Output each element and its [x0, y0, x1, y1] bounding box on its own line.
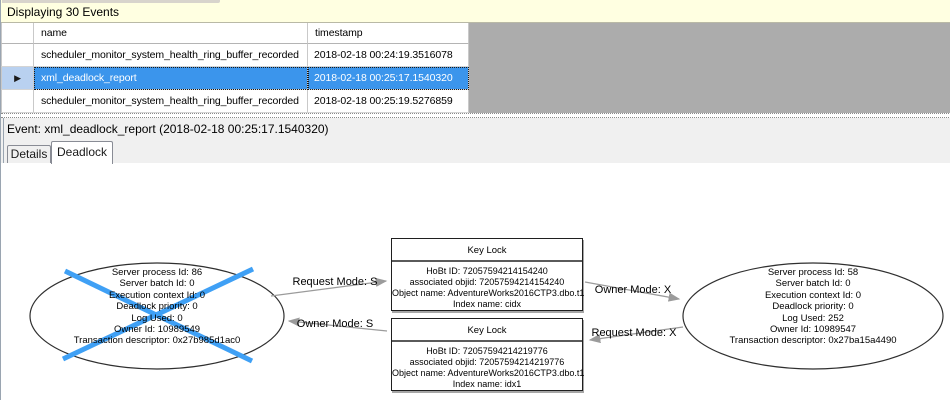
edge-label-owner-mode-x: Owner Mode: X — [594, 284, 672, 296]
edge-request-s — [270, 277, 388, 297]
row-indicator-cell — [1, 90, 34, 113]
tab-deadlock-label: Deadlock — [56, 145, 108, 159]
column-header-timestamp-label: timestamp — [315, 27, 363, 39]
winner-spid: Server process Id: 58 — [767, 267, 859, 278]
winner-exec-context: Execution context Id: 0 — [764, 289, 862, 301]
column-header-name[interactable]: name — [34, 23, 308, 44]
winner-log-used: Log Used: 252 — [782, 312, 844, 324]
column-header-name-label: name — [41, 27, 67, 39]
key-lock-node-top[interactable]: Key Lock HoBt ID: 72057594214154240 asso… — [391, 238, 585, 311]
edge-label-request-mode-x: Request Mode: X — [591, 327, 677, 339]
event-timestamp-cell[interactable]: 2018-02-18 00:25:19.5276859 — [308, 90, 469, 113]
row-indicator-cell: ▶ — [1, 67, 34, 90]
victim-spid: Server process Id: 86 — [111, 267, 203, 278]
winner-owner-id: Owner Id: 10989547 — [769, 324, 857, 336]
edge-request-x — [588, 326, 684, 344]
grid-empty-area — [469, 23, 950, 113]
event-timestamp-cell[interactable]: 2018-02-18 00:25:17.1540320 — [308, 67, 469, 90]
victim-process-details: Server process Id: 86 Server batch Id: 0… — [27, 267, 287, 347]
victim-priority: Deadlock priority: 0 — [116, 301, 198, 313]
lock-hobt-id: HoBt ID: 72057594214219776 — [426, 346, 548, 356]
event-timestamp-cell[interactable]: 2018-02-18 00:24:19.3516078 — [308, 44, 469, 67]
key-lock-title: Key Lock — [392, 319, 582, 342]
victim-cross-line-2 — [61, 266, 255, 362]
pane-splitter[interactable] — [1, 113, 950, 118]
tab-details-label: Details — [10, 147, 48, 161]
row-indicator-cell — [1, 44, 34, 67]
victim-log-used: Log Used: 0 — [131, 312, 183, 324]
deadlock-graph-panel: Server process Id: 86 Server batch Id: 0… — [1, 163, 950, 400]
event-name-cell[interactable]: xml_deadlock_report — [34, 67, 308, 90]
lock-associated-objid: associated objid: 72057594214154240 — [409, 277, 565, 287]
event-detail-pane: Event: xml_deadlock_report (2018-02-18 0… — [1, 118, 950, 400]
tab-details[interactable]: Details — [7, 145, 51, 163]
event-name-cell[interactable]: scheduler_monitor_system_health_ring_buf… — [34, 44, 308, 67]
row-indicator-header — [1, 23, 34, 44]
victim-transaction-descriptor: Transaction descriptor: 0x27b985d1ac0 — [73, 335, 241, 347]
winner-transaction-descriptor: Transaction descriptor: 0x27ba15a4490 — [729, 335, 897, 347]
edge-owner-s — [287, 317, 388, 332]
lock-hobt-id: HoBt ID: 72057594214154240 — [426, 266, 548, 276]
lock-associated-objid: associated objid: 72057594214219776 — [409, 357, 565, 367]
edge-owner-x — [584, 281, 681, 302]
events-count-bar: Displaying 30 Events — [1, 3, 950, 23]
victim-batch-id: Server batch Id: 0 — [119, 278, 195, 290]
toolbar-remnant — [2, 0, 220, 3]
winner-batch-id: Server batch Id: 0 — [775, 278, 851, 290]
victim-owner-id: Owner Id: 10989549 — [113, 324, 201, 336]
lock-object-name: Object name: AdventureWorks2016CTP3.dbo.… — [392, 368, 585, 378]
key-lock-node-bottom[interactable]: Key Lock HoBt ID: 72057594214219776 asso… — [391, 318, 585, 391]
victim-exec-context: Execution context Id: 0 — [108, 289, 206, 301]
column-header-timestamp[interactable]: timestamp — [308, 23, 469, 44]
selected-event-title: Event: xml_deadlock_report (2018-02-18 0… — [7, 122, 329, 136]
edge-label-owner-mode-s: Owner Mode: S — [296, 318, 374, 330]
event-name-cell[interactable]: scheduler_monitor_system_health_ring_buf… — [34, 90, 308, 113]
window-top-edge — [1, 0, 950, 3]
key-lock-details: HoBt ID: 72057594214154240 associated ob… — [392, 262, 585, 310]
deadlock-graph-canvas — [29, 262, 944, 370]
lock-index-name: Index name: idx1 — [452, 379, 522, 389]
winner-process-node[interactable] — [682, 262, 944, 370]
tab-deadlock[interactable]: Deadlock — [51, 141, 113, 164]
key-lock-title: Key Lock — [392, 239, 582, 262]
lock-object-name: Object name: AdventureWorks2016CTP3.dbo.… — [392, 288, 585, 298]
events-count-label: Displaying 30 Events — [7, 5, 120, 19]
lock-index-name: Index name: cidx — [452, 299, 522, 309]
events-grid: name timestamp scheduler_monitor_system_… — [1, 23, 950, 113]
winner-process-details: Server process Id: 58 Server batch Id: 0… — [683, 267, 943, 347]
edge-label-request-mode-s: Request Mode: S — [292, 276, 378, 288]
key-lock-details: HoBt ID: 72057594214219776 associated ob… — [392, 342, 585, 390]
current-row-arrow-icon: ▶ — [14, 73, 21, 83]
winner-priority: Deadlock priority: 0 — [772, 301, 854, 313]
